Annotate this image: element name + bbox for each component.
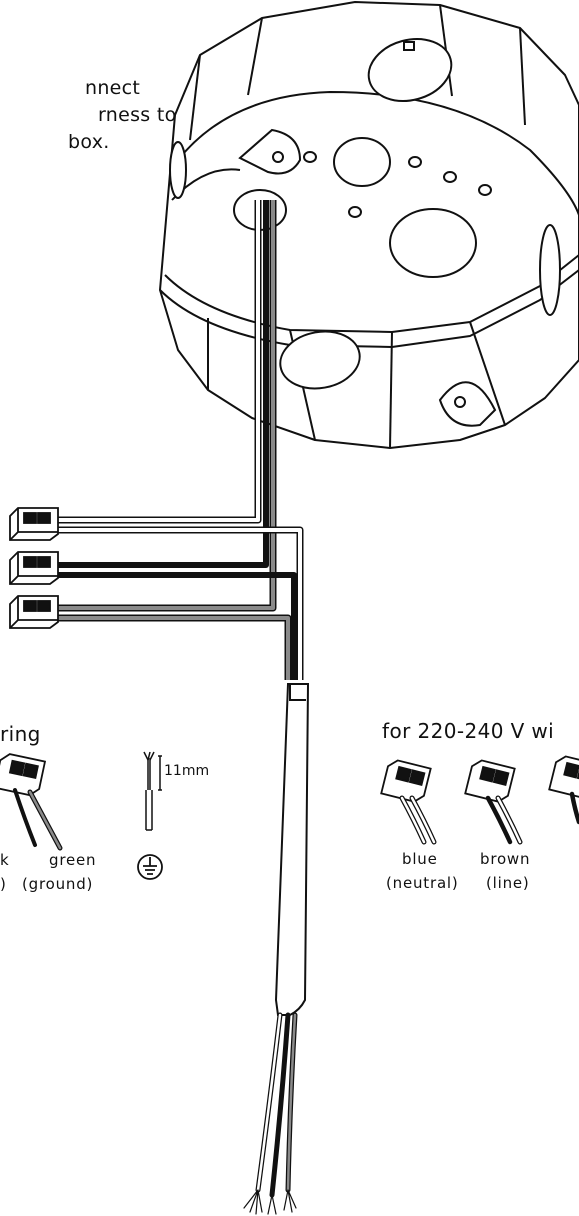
ground-symbol-icon (137, 854, 163, 880)
knockouts (169, 38, 561, 390)
heading-220v: for 220-240 V wi (382, 719, 555, 743)
strip-length-icon (143, 751, 162, 831)
wire-label-blue-color: blue (402, 850, 438, 868)
main-cable (274, 683, 310, 1016)
wire-label-green-function: (ground) (22, 875, 94, 893)
wire-label-black-function: ) (0, 875, 7, 893)
wires-120v (13, 788, 63, 851)
instruction-line-1: nnect (85, 77, 141, 99)
connectors-220v (380, 755, 579, 803)
instruction-line-2: rness to (98, 104, 177, 126)
push-connectors (9, 507, 59, 629)
strip-length-label: 11mm (164, 763, 210, 779)
wire-label-brown-color: brown (480, 850, 531, 868)
wires-220v (399, 791, 579, 845)
wire-label-black-color: k (0, 851, 10, 869)
wire-label-green-color: green (49, 851, 97, 869)
cable-wire-ends (243, 1012, 298, 1215)
connector-120v (0, 753, 47, 797)
heading-120v: ring (0, 722, 41, 746)
wire-harness (58, 200, 304, 680)
wire-label-brown-function: (line) (486, 874, 530, 892)
instruction-line-3: box. (68, 131, 110, 153)
mounting-ears (238, 128, 497, 427)
wire-label-blue-function: (neutral) (386, 874, 459, 892)
